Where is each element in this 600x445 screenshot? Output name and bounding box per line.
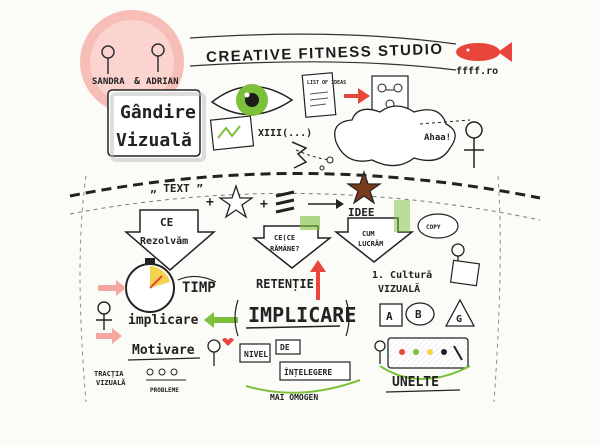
arrow-right-icon [98, 280, 126, 296]
person-icon [96, 301, 112, 330]
box-b-label: B [415, 308, 422, 321]
eye-note-xiii: XIII(...) [258, 128, 312, 139]
formula-plus2: + [260, 197, 268, 212]
lines-icon [275, 190, 295, 214]
face-profile-icon [291, 141, 308, 169]
ce-ramane-2: RĂMÂNE? [270, 244, 300, 253]
ahaa-note: Ahaa! [424, 133, 451, 143]
author-ampersand: & [134, 76, 141, 87]
arrow-down-ce-rezolvam [123, 209, 217, 271]
level-box [239, 339, 351, 381]
arrow-right-icon [96, 328, 122, 344]
cultura-2: VIZUALĂ [378, 282, 420, 295]
list-label: LIST OF IDEAS [307, 80, 346, 86]
star-outline-icon [217, 183, 255, 219]
box-c-label: G [456, 314, 462, 325]
formula-text: „ TEXT ” [150, 182, 203, 195]
arrow-right-icon [344, 88, 370, 104]
ce-ramane-1: CE(CE [274, 234, 295, 242]
person-heart-icon [207, 338, 234, 366]
arrow-up-icon [310, 260, 326, 300]
star-filled-icon [346, 170, 382, 205]
tractia-1: TRACȚIA [94, 370, 124, 379]
motivare-label: Motivare [132, 343, 195, 358]
center-implicare-label: IMPLICARE [248, 303, 356, 327]
intelegere-label: ÎNȚELEGERE [284, 366, 332, 378]
fish-logo [456, 42, 512, 62]
author-right: ADRIAN [146, 77, 179, 87]
title-box [107, 89, 206, 162]
shape-box-a [379, 303, 403, 327]
arrow-down-ce-ramane [251, 216, 333, 269]
title-line2: Vizuală [116, 130, 192, 151]
sketch-paper-icon [209, 115, 255, 151]
box-a-label: A [386, 310, 393, 323]
title-line1: Gândire [120, 102, 196, 123]
formula-idee: IDEE [348, 206, 375, 219]
shape-triangle-c [444, 298, 476, 327]
mai-omogen-label: MAI OMOGEN [270, 393, 318, 402]
cultura-1: 1. Cultură [372, 269, 432, 281]
nivel-label: NIVEL [244, 350, 268, 359]
toolbox-icon [387, 337, 469, 369]
author-badge [80, 10, 184, 114]
shape-circle-b [405, 302, 435, 326]
notebook-icon [449, 259, 481, 287]
retentie-label: RETENȚIE [256, 277, 314, 291]
timp-label: TIMP [182, 280, 216, 296]
cum-lucram-2: LUCRĂM [358, 239, 383, 248]
eye-icon [210, 84, 294, 116]
cum-lucram-1: CUM [362, 230, 375, 238]
tractia-2: VIZUALĂ [96, 378, 126, 387]
ce-rezolvam-1: CE [160, 216, 173, 229]
bracket-icon [234, 299, 350, 337]
thinking-person-icon [464, 121, 484, 168]
author-left: SANDRA [92, 77, 125, 87]
arrow-left-icon [204, 312, 238, 328]
website: ffff.ro [456, 66, 498, 77]
probleme-label: PROBLEME [150, 387, 179, 394]
list-icon [301, 72, 337, 118]
person-icon [374, 340, 386, 364]
implicare-label: implicare [128, 313, 199, 328]
ce-rezolvam-2: Rezolvăm [140, 235, 188, 247]
speech-label: COPY [426, 224, 441, 231]
formula-plus1: + [206, 195, 214, 210]
speech-bubble-icon [417, 213, 459, 239]
de-label: DE [280, 343, 290, 352]
arrow-down-cum-lucram [333, 200, 415, 263]
people-group-icon [146, 368, 186, 381]
unelte-label: UNELTE [392, 375, 439, 390]
arrow-right-icon [308, 199, 344, 209]
